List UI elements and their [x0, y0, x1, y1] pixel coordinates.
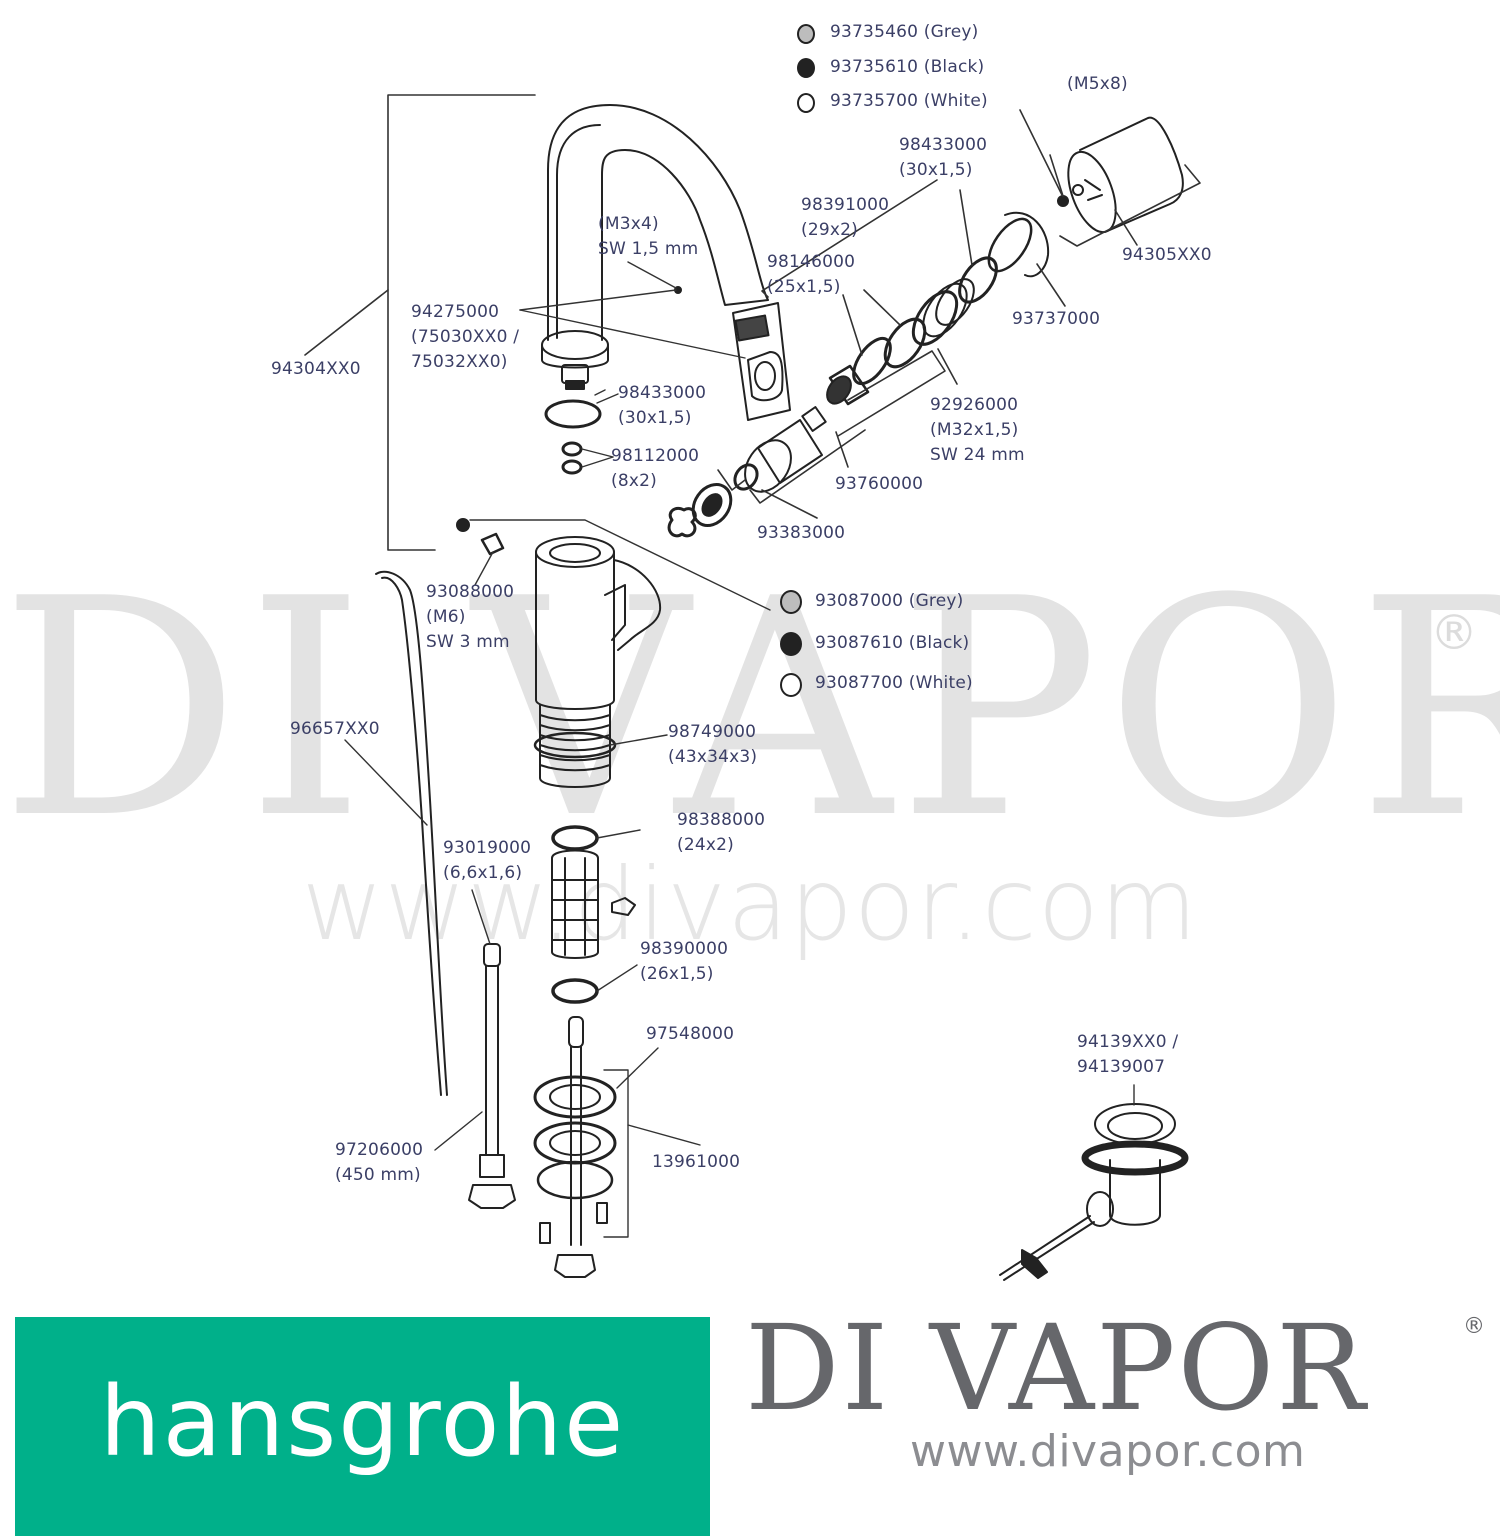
part-label-93760000: 93760000: [835, 474, 924, 494]
part-label-94304xx0: 94304XX0: [271, 359, 361, 379]
fixing-set-icon: [533, 1016, 617, 1278]
hose-icon: [375, 570, 448, 1096]
part-label-98391000: 98391000 (29x2): [801, 195, 890, 240]
o-ring-98388000-icon: [551, 825, 599, 851]
part-label-98433000-top: 98433000 (30x1,5): [899, 135, 988, 180]
part-label-m5x8: (M5x8): [1067, 74, 1128, 94]
part-label-92926000: 92926000 (M32x1,5) SW 24 mm: [930, 395, 1025, 465]
mixer-body-icon: [533, 536, 662, 788]
part-label-93735610: 93735610 (Black): [830, 57, 985, 77]
part-label-93737000: 93737000: [1012, 309, 1101, 329]
exploded-view-drawing: [304, 94, 1201, 1281]
part-label-98390000: 98390000 (26x1,5): [640, 939, 729, 984]
supply-pipe-icon: [468, 943, 516, 1209]
part-label-93735700: 93735700 (White): [830, 91, 988, 111]
part-label-97548000: 97548000: [646, 1024, 735, 1044]
cover-cap-body-icon: [456, 518, 470, 532]
part-label-94275000: 94275000 (75030XX0 / 75032XX0): [411, 302, 520, 372]
part-label-97206000: 97206000 (450 mm): [335, 1140, 424, 1185]
part-label-94305xx0: 94305XX0: [1122, 245, 1212, 265]
part-label-m3x4: (M3x4) SW 1,5 mm: [598, 214, 699, 259]
part-label-93019000: 93019000 (6,6x1,6): [443, 838, 532, 883]
black-cap-swatch-icon: [797, 58, 815, 78]
aerator-gasket-icon: [732, 302, 791, 421]
part-label-93087700: 93087700 (White): [815, 673, 973, 693]
divapor-registered-mark: ®: [1463, 1314, 1485, 1339]
part-label-98388000: 98388000 (24x2): [677, 810, 766, 855]
divapor-logo-name: DI VAPOR: [745, 1299, 1368, 1437]
part-label-93087000: 93087000 (Grey): [815, 591, 964, 611]
white-cap-swatch-icon: [797, 93, 815, 113]
part-label-96657xx0: 96657XX0: [290, 719, 380, 739]
divapor-logo: DI VAPOR ® www.divapor.com: [745, 1308, 1485, 1477]
parts-diagram: DI VAPOR ® www.divapor.com: [0, 22, 1500, 1536]
grub-screw-m6-icon: [480, 532, 505, 556]
hansgrohe-logo-text: hansgrohe: [99, 1365, 626, 1478]
hansgrohe-logo: hansgrohe: [15, 1317, 710, 1536]
cartridge-assembly-icon: [667, 116, 1184, 538]
grey-cap-swatch-icon: [780, 590, 802, 614]
part-label-93735460: 93735460 (Grey): [830, 22, 979, 42]
o-ring-98390000-icon: [551, 978, 599, 1004]
o-ring-98433000-icon: [544, 399, 602, 429]
black-cap-swatch-icon: [780, 632, 802, 656]
bracket-94304xx0: [304, 94, 536, 551]
grey-cap-swatch-icon: [797, 24, 815, 44]
part-label-93383000: 93383000: [757, 523, 846, 543]
pop-up-waste-icon: [999, 1103, 1189, 1281]
o-ring-98112000-icon: [561, 441, 583, 457]
check-valve-icon: [551, 849, 636, 959]
part-label-98112000: 98112000 (8x2): [611, 446, 700, 491]
part-label-98749000: 98749000 (43x34x3): [668, 722, 758, 767]
part-label-13961000: 13961000: [652, 1152, 741, 1172]
part-label-94139: 94139XX0 / 94139007: [1077, 1032, 1179, 1077]
part-label-93088000: 93088000 (M6) SW 3 mm: [426, 582, 515, 652]
part-label-98433000-base: 98433000 (30x1,5): [618, 383, 707, 428]
white-cap-swatch-icon: [780, 673, 802, 697]
part-label-98146000: 98146000 (25x1,5): [767, 252, 856, 297]
spout-icon: [541, 104, 769, 390]
part-label-93087610: 93087610 (Black): [815, 633, 970, 653]
divapor-logo-url: www.divapor.com: [910, 1426, 1306, 1477]
